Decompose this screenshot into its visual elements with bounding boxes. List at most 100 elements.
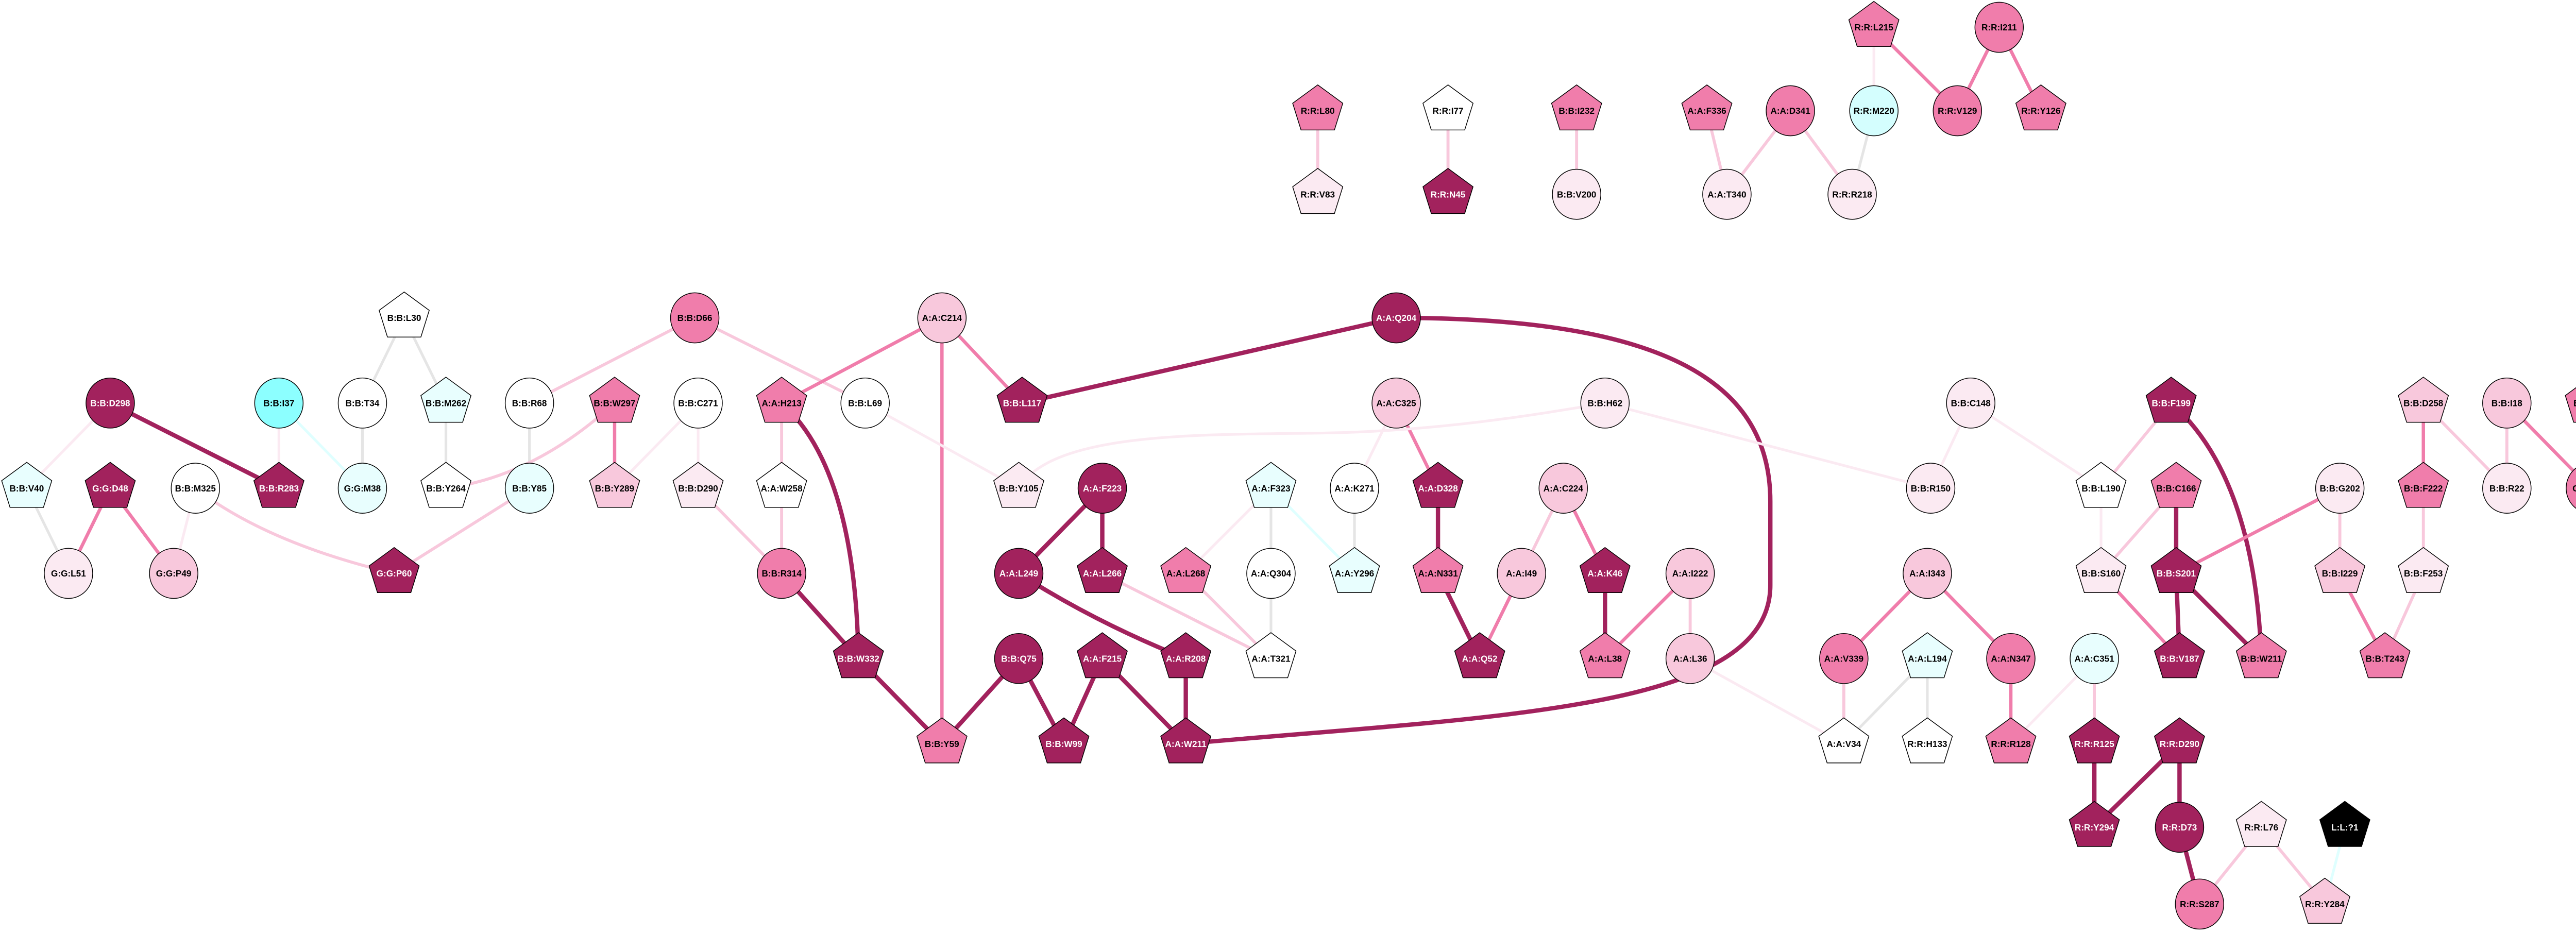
node-b-b-d298[interactable]: B:B:D298 (86, 377, 135, 429)
node-a-a-l194[interactable]: A:A:L194 (1902, 632, 1953, 678)
node-r-r-l215[interactable]: R:R:L215 (1848, 1, 1900, 47)
node-b-b-c148[interactable]: B:B:C148 (1946, 377, 1995, 429)
node-b-b-y289[interactable]: B:B:Y289 (589, 462, 640, 508)
node-r-r-y284[interactable]: R:R:Y284 (2299, 877, 2350, 924)
node-r-r-r125[interactable]: R:R:R125 (2069, 717, 2120, 764)
node-b-b-s160[interactable]: B:B:S160 (2075, 547, 2127, 593)
node-a-a-n331[interactable]: A:A:N331 (1412, 547, 1464, 593)
node-a-a-c351[interactable]: A:A:C351 (2070, 633, 2119, 684)
node-r-r-d290[interactable]: R:R:D290 (2154, 717, 2205, 764)
node-b-b-m262[interactable]: B:B:M262 (420, 377, 472, 423)
node-b-b-v40[interactable]: B:B:V40 (1, 462, 53, 508)
node-b-b-g202[interactable]: B:B:G202 (2315, 463, 2365, 514)
node-b-b-l117[interactable]: B:B:L117 (996, 377, 1048, 423)
node-r-r-i77[interactable]: R:R:I77 (1422, 84, 1474, 131)
node-a-a-f323[interactable]: A:A:F323 (1245, 462, 1297, 508)
node-r-r-i211[interactable]: R:R:I211 (1974, 2, 2024, 53)
node-r-r-n45[interactable]: R:R:N45 (1422, 167, 1474, 214)
node-r-r-d73[interactable]: R:R:D73 (2155, 802, 2205, 853)
node-b-b-q75[interactable]: B:B:Q75 (994, 633, 1044, 684)
node-a-a-q304[interactable]: A:A:Q304 (1246, 548, 1296, 599)
node-b-b-l69[interactable]: B:B:L69 (840, 377, 890, 429)
node-b-b-s201[interactable]: B:B:S201 (2150, 547, 2202, 593)
node-b-b-d66[interactable]: B:B:D66 (670, 292, 720, 344)
node-b-b-m325[interactable]: B:B:M325 (171, 463, 221, 514)
node-a-a-i222[interactable]: A:A:I222 (1665, 548, 1715, 599)
node-b-b-v200[interactable]: B:B:V200 (1552, 168, 1601, 220)
node-a-a-l266[interactable]: A:A:L266 (1077, 547, 1128, 593)
node-b-b-h62[interactable]: B:B:H62 (1580, 377, 1630, 429)
node-a-a-i343[interactable]: A:A:I343 (1903, 548, 1952, 599)
node-a-a-l38[interactable]: A:A:L38 (1579, 632, 1631, 678)
node-r-r-y126[interactable]: R:R:Y126 (2015, 84, 2066, 131)
node-a-a-c224[interactable]: A:A:C224 (1538, 463, 1588, 514)
node-a-a-k46[interactable]: A:A:K46 (1579, 547, 1631, 593)
node-a-a-q204[interactable]: A:A:Q204 (1371, 292, 1421, 344)
node-b-b-r68[interactable]: B:B:R68 (504, 377, 554, 429)
node-r-r-v83[interactable]: R:R:V83 (1292, 167, 1344, 214)
node-b-b-l190[interactable]: B:B:L190 (2075, 462, 2127, 508)
node-a-a-y296[interactable]: A:A:Y296 (1329, 547, 1380, 593)
node-b-b-r283[interactable]: B:B:R283 (253, 462, 304, 508)
node-b-b-c166[interactable]: B:B:C166 (2150, 462, 2202, 508)
node-b-b-l30[interactable]: B:B:L30 (379, 291, 430, 337)
node-b-b-i37[interactable]: B:B:I37 (254, 377, 304, 429)
node-b-b-l14[interactable]: B:B:L14 (2565, 377, 2576, 423)
node-b-b-r150[interactable]: B:B:R150 (1906, 463, 1956, 514)
node-a-a-t340[interactable]: A:A:T340 (1702, 168, 1752, 220)
node-b-b-w211[interactable]: B:B:W211 (2235, 632, 2287, 678)
node-b-b-r22[interactable]: B:B:R22 (2482, 463, 2532, 514)
node-a-a-q52[interactable]: A:A:Q52 (1454, 632, 1505, 678)
node-b-b-y105[interactable]: B:B:Y105 (993, 462, 1044, 508)
node-b-b-y59[interactable]: B:B:Y59 (916, 717, 968, 764)
node-a-a-w211[interactable]: A:A:W211 (1160, 717, 1212, 764)
node-b-b-f222[interactable]: B:B:F222 (2398, 462, 2449, 508)
node-r-r-y294[interactable]: R:R:Y294 (2069, 801, 2120, 847)
node-g-g-a23[interactable]: G:G:A23 (2566, 463, 2576, 513)
node-b-b-w297[interactable]: B:B:W297 (589, 377, 640, 423)
node-r-r-r218[interactable]: R:R:R218 (1827, 168, 1877, 220)
node-r-r-h133[interactable]: R:R:H133 (1902, 717, 1953, 764)
node-g-g-d48[interactable]: G:G:D48 (84, 462, 136, 508)
node-a-a-d328[interactable]: A:A:D328 (1412, 462, 1464, 508)
node-a-a-n347[interactable]: A:A:N347 (1986, 633, 2036, 684)
node-l-l-1[interactable]: L:L:?1 (2319, 801, 2370, 847)
node-a-a-l268[interactable]: A:A:L268 (1160, 547, 1212, 593)
node-b-b-t243[interactable]: B:B:T243 (2359, 632, 2411, 678)
node-g-g-p60[interactable]: G:G:P60 (368, 547, 420, 593)
node-r-r-l76[interactable]: R:R:L76 (2235, 801, 2287, 847)
node-b-b-i18[interactable]: B:B:I18 (2482, 377, 2532, 429)
node-a-a-l249[interactable]: A:A:L249 (994, 548, 1044, 599)
node-a-a-k271[interactable]: A:A:K271 (1330, 463, 1379, 514)
node-b-b-d290[interactable]: B:B:D290 (672, 462, 724, 508)
node-b-b-d258[interactable]: B:B:D258 (2398, 377, 2449, 423)
node-b-b-f199[interactable]: B:B:F199 (2145, 377, 2197, 423)
node-g-g-l51[interactable]: G:G:L51 (44, 548, 93, 599)
node-b-b-y85[interactable]: B:B:Y85 (504, 463, 554, 514)
node-a-a-h213[interactable]: A:A:H213 (756, 377, 807, 423)
node-b-b-t34[interactable]: B:B:T34 (337, 377, 387, 429)
node-b-b-i232[interactable]: B:B:I232 (1551, 84, 1602, 131)
node-a-a-c325[interactable]: A:A:C325 (1371, 377, 1421, 429)
node-b-b-f253[interactable]: B:B:F253 (2398, 547, 2449, 593)
node-r-r-r128[interactable]: R:R:R128 (1985, 717, 2037, 764)
node-a-a-i49[interactable]: A:A:I49 (1497, 548, 1546, 599)
node-a-a-v339[interactable]: A:A:V339 (1819, 633, 1869, 684)
node-r-r-l80[interactable]: R:R:L80 (1292, 84, 1344, 131)
node-g-g-m38[interactable]: G:G:M38 (337, 463, 387, 514)
node-g-g-p49[interactable]: G:G:P49 (149, 548, 198, 599)
node-a-a-d341[interactable]: A:A:D341 (1766, 85, 1815, 137)
node-a-a-v34[interactable]: A:A:V34 (1818, 717, 1870, 764)
node-r-r-s287[interactable]: R:R:S287 (2175, 878, 2225, 930)
node-b-b-y264[interactable]: B:B:Y264 (420, 462, 472, 508)
node-r-r-m220[interactable]: R:R:M220 (1849, 85, 1899, 137)
node-a-a-r208[interactable]: A:A:R208 (1160, 632, 1212, 678)
node-r-r-v129[interactable]: R:R:V129 (1933, 85, 1982, 137)
node-a-a-f215[interactable]: A:A:F215 (1077, 632, 1128, 678)
node-a-a-t321[interactable]: A:A:T321 (1245, 632, 1297, 678)
node-a-a-l36[interactable]: A:A:L36 (1665, 633, 1715, 684)
node-a-a-w258[interactable]: A:A:W258 (756, 462, 807, 508)
node-a-a-f336[interactable]: A:A:F336 (1681, 84, 1733, 131)
node-b-b-v187[interactable]: B:B:V187 (2154, 632, 2205, 678)
node-b-b-w99[interactable]: B:B:W99 (1038, 717, 1090, 764)
